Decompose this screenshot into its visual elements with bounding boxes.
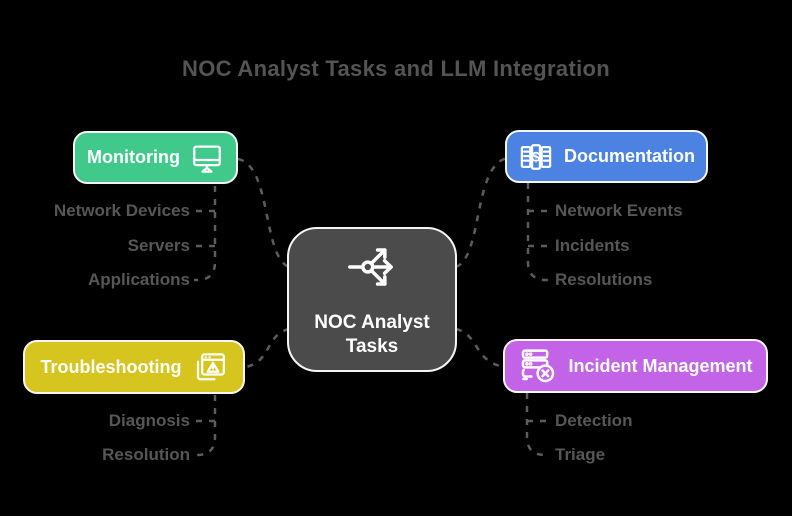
branch-label-monitoring: Monitoring	[87, 147, 180, 167]
share-branch-icon	[344, 239, 400, 303]
center-node-label: NOC Analyst Tasks	[314, 311, 430, 358]
child-label-network-events: Network Events	[555, 201, 683, 220]
monitor-icon	[190, 141, 224, 175]
branch-node-troubleshooting: Troubleshooting	[23, 340, 245, 394]
center-node-noc-analyst-tasks: NOC Analyst Tasks	[287, 227, 457, 372]
child-label-network-devices: Network Devices	[53, 201, 190, 220]
edge-incident-children-trunk	[525, 393, 548, 457]
edge-center-troubleshooting	[245, 327, 290, 369]
child-label-incidents: Incidents	[555, 236, 630, 255]
edge-monitoring-children-trunk	[194, 186, 217, 282]
child-label-applications: Applications	[87, 270, 190, 289]
edge-center-documentation	[455, 156, 508, 269]
edge-documentation-children-trunk	[526, 183, 549, 282]
branch-node-monitoring: Monitoring	[73, 131, 238, 184]
child-label-resolution: Resolution	[102, 445, 190, 464]
branch-label-incident-management: Incident Management	[568, 355, 753, 376]
edge-troubleshooting-children-trunk	[194, 395, 217, 457]
branch-label-documentation: Documentation	[563, 146, 695, 166]
ledger-dollar-icon: $	[518, 139, 554, 175]
diagram-title: NOC Analyst Tasks and LLM Integration	[182, 56, 610, 81]
edge-monitoring-center	[237, 157, 290, 269]
server-error-icon	[518, 346, 558, 386]
child-label-diagnosis: Diagnosis	[108, 411, 190, 430]
svg-text:$: $	[532, 149, 540, 165]
child-label-servers: Servers	[127, 236, 190, 255]
child-label-resolutions: Resolutions	[555, 270, 653, 289]
child-label-detection: Detection	[555, 411, 633, 430]
window-warning-icon	[192, 349, 228, 385]
edge-center-incident	[455, 327, 505, 369]
branch-label-troubleshooting: Troubleshooting	[40, 356, 182, 377]
branch-node-incident-management: Incident Management	[503, 339, 768, 393]
child-label-triage: Triage	[555, 445, 606, 464]
branch-node-documentation: $ Documentation	[505, 130, 708, 183]
